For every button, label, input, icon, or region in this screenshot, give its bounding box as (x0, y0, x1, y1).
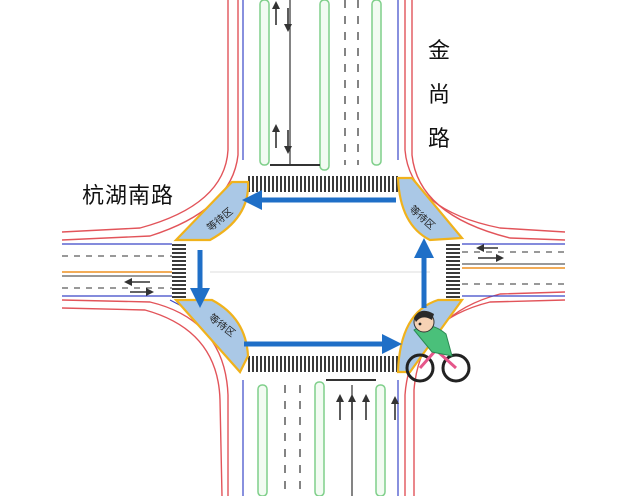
cyclist-icon (405, 310, 471, 383)
south-approach (257, 379, 399, 496)
road-name-west: 杭湖南路 (82, 184, 175, 209)
waiting-zone-nw: 等待区 (173, 180, 250, 242)
lane-arrow-icon (124, 278, 154, 296)
road-name-north-char: 尚 (427, 83, 450, 108)
crosswalk-north (248, 176, 398, 192)
waiting-zone-sw: 等待区 (173, 298, 250, 374)
road-name-north: 金 尚 路 (424, 30, 454, 162)
crosswalk-west (172, 244, 186, 298)
crosswalk-east (446, 244, 460, 298)
north-approach (259, 0, 382, 171)
lane-arrow-icon (476, 244, 504, 262)
lane-arrow-icon (336, 394, 399, 420)
crosswalk-south (248, 356, 398, 372)
road-name-north-char: 金 (427, 39, 450, 64)
lane-arrow-icon (272, 1, 292, 154)
road-name-north-char: 路 (427, 127, 450, 152)
west-approach (62, 255, 172, 296)
route-arrows (190, 190, 434, 354)
east-approach (462, 244, 565, 285)
waiting-zone-ne: 等待区 (396, 176, 465, 242)
